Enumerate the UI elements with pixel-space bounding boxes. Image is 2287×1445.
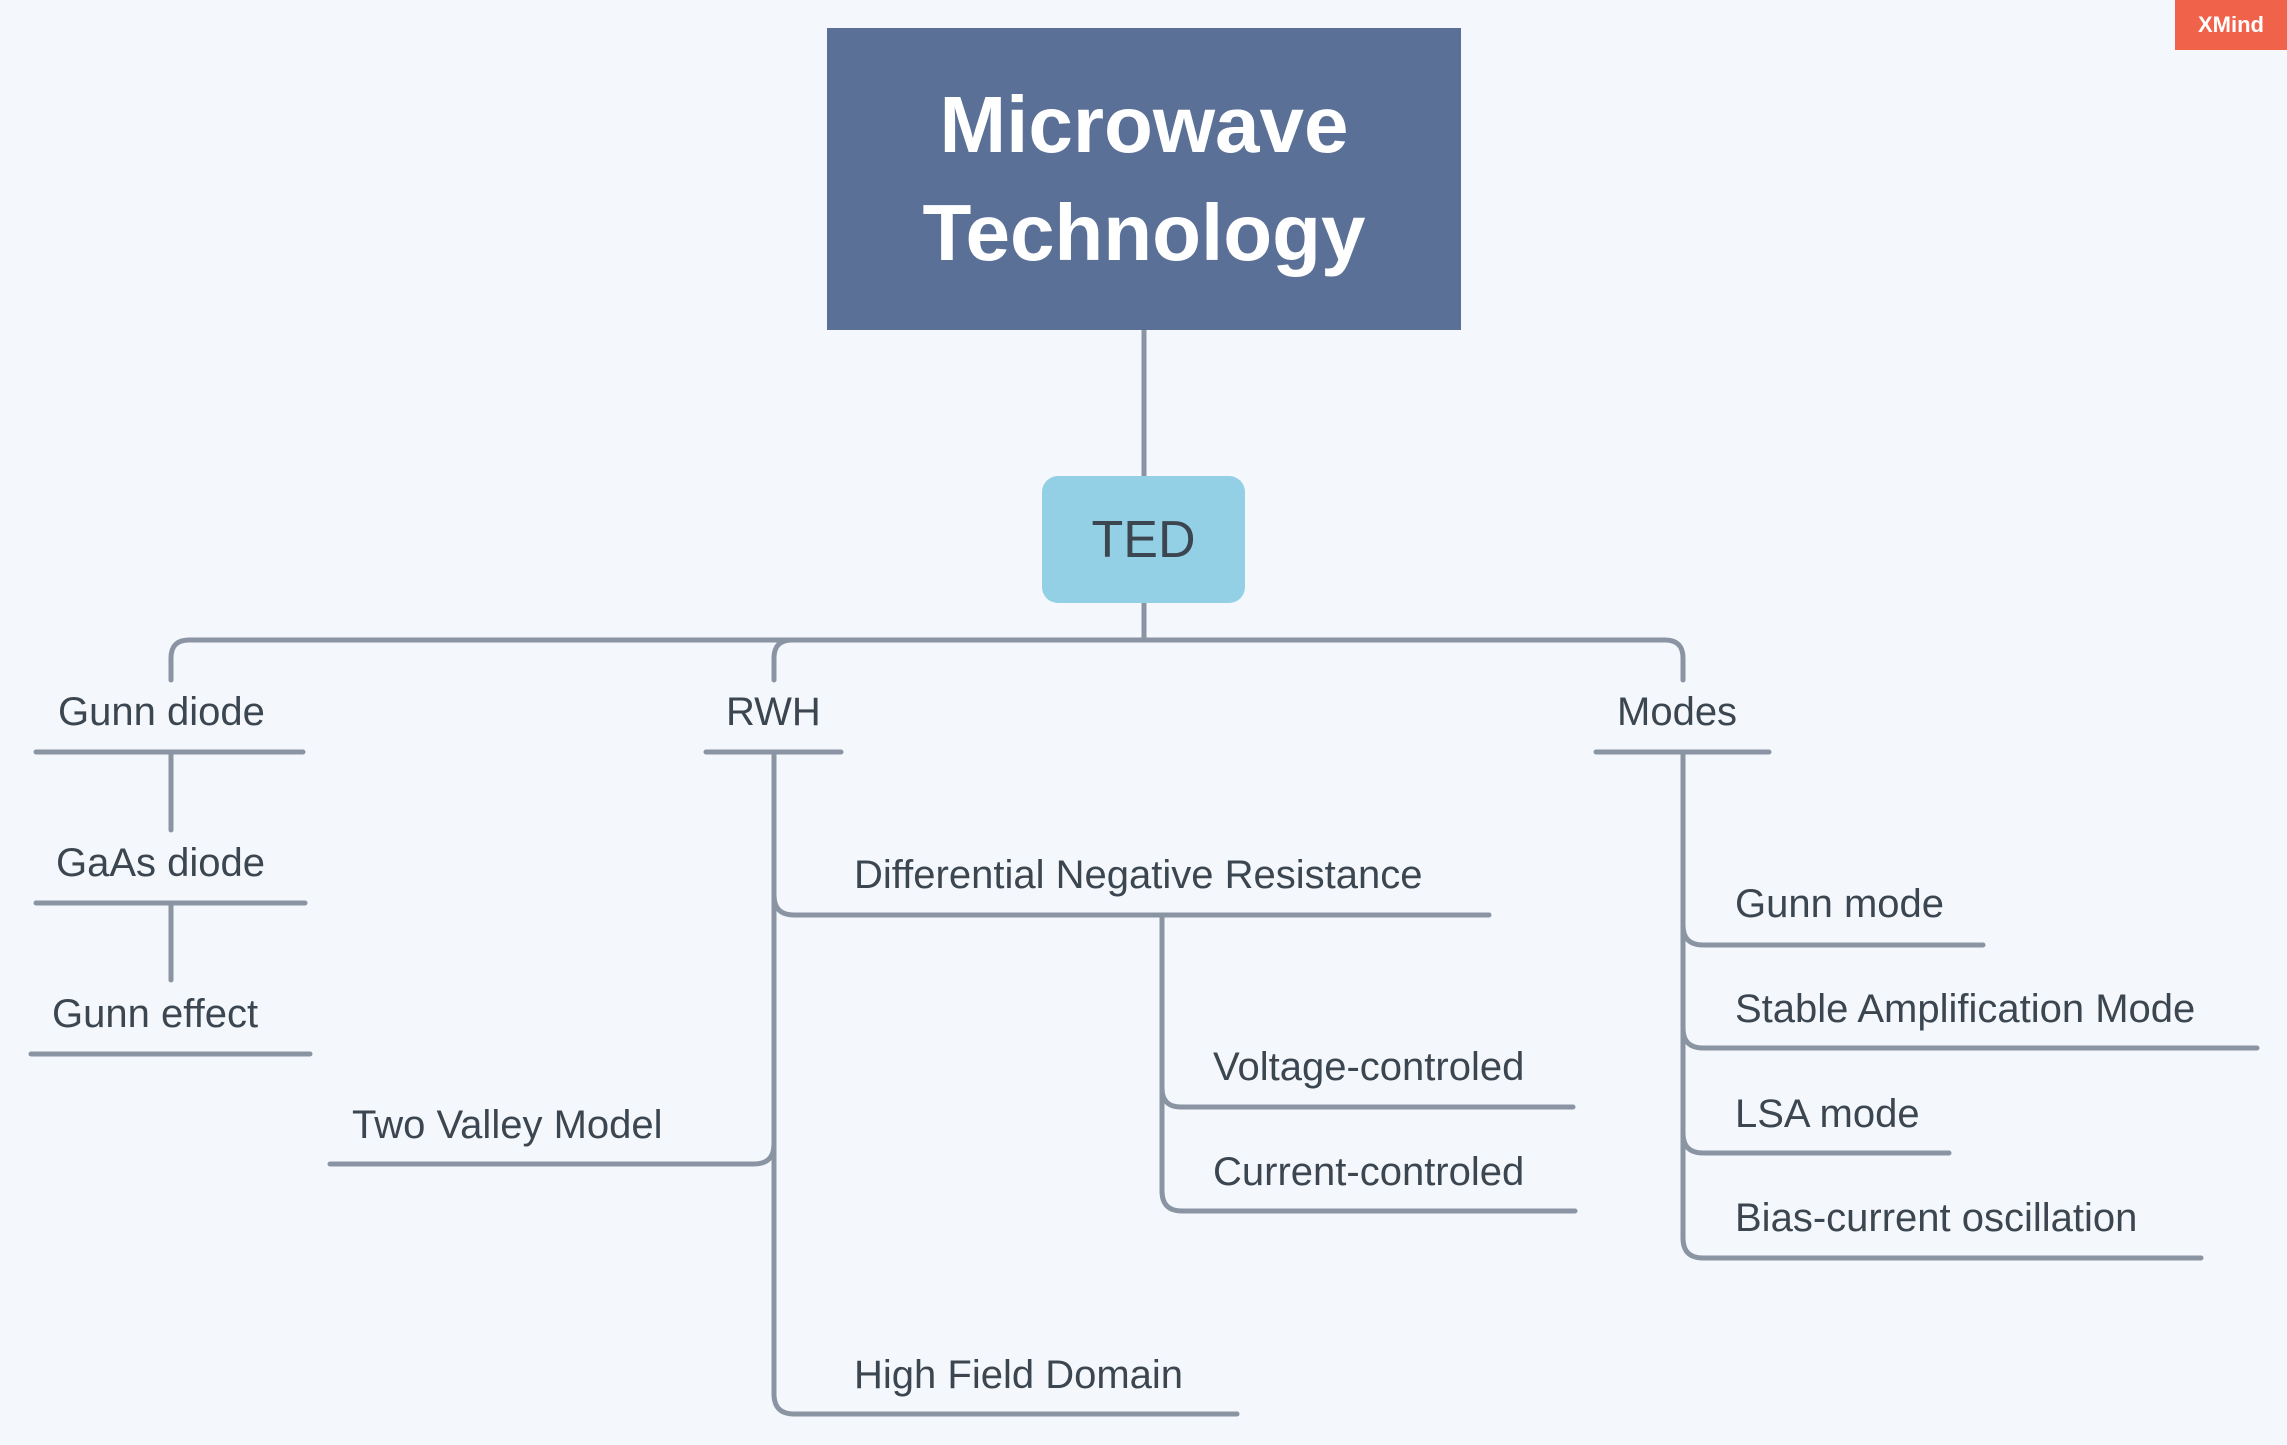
connector-rwh-two-valley bbox=[327, 1141, 777, 1167]
central-topic-label: Microwave Technology bbox=[922, 80, 1366, 277]
topic-two-valley-model[interactable]: Two Valley Model bbox=[352, 1103, 663, 1147]
topic-lsa-mode[interactable]: LSA mode bbox=[1735, 1092, 1920, 1136]
connector-rwh-trunk bbox=[771, 749, 1240, 1417]
connector-bus-rwh bbox=[771, 637, 795, 683]
topic-gaas-diode[interactable]: GaAs diode bbox=[56, 841, 266, 885]
topic-differential-negative-resistance[interactable]: Differential Negative Resistance bbox=[854, 853, 1423, 897]
main-topic-label: TED bbox=[1091, 510, 1196, 569]
topic-stable-amplification-mode[interactable]: Stable Amplification Mode bbox=[1735, 987, 2196, 1031]
connector-rwh-dnr bbox=[771, 892, 1492, 918]
topic-high-field-domain[interactable]: High Field Domain bbox=[854, 1353, 1184, 1397]
connector-dnr-current bbox=[1159, 1085, 1578, 1214]
connector-bus bbox=[168, 637, 1686, 683]
connector-modes-stable bbox=[1680, 1025, 2260, 1051]
topic-current-controled[interactable]: Current-controled bbox=[1213, 1150, 1525, 1194]
connector-modes-trunk bbox=[1680, 749, 2204, 1261]
main-topic-ted[interactable]: TED bbox=[1042, 476, 1245, 603]
topic-voltage-controled[interactable]: Voltage-controled bbox=[1213, 1045, 1525, 1089]
topic-gunn-effect[interactable]: Gunn effect bbox=[52, 992, 259, 1036]
topic-gunn-diode[interactable]: Gunn diode bbox=[58, 690, 265, 734]
xmind-logo: XMind bbox=[2175, 0, 2287, 50]
connector-modes-gunn bbox=[1680, 922, 1986, 948]
connector-modes-lsa bbox=[1680, 1130, 1952, 1156]
topic-gunn-mode[interactable]: Gunn mode bbox=[1735, 882, 1945, 926]
central-topic[interactable]: Microwave Technology bbox=[827, 28, 1461, 330]
topic-modes[interactable]: Modes bbox=[1617, 690, 1738, 734]
topic-bias-current-oscillation[interactable]: Bias-current oscillation bbox=[1735, 1196, 2138, 1240]
topic-rwh[interactable]: RWH bbox=[726, 690, 821, 734]
